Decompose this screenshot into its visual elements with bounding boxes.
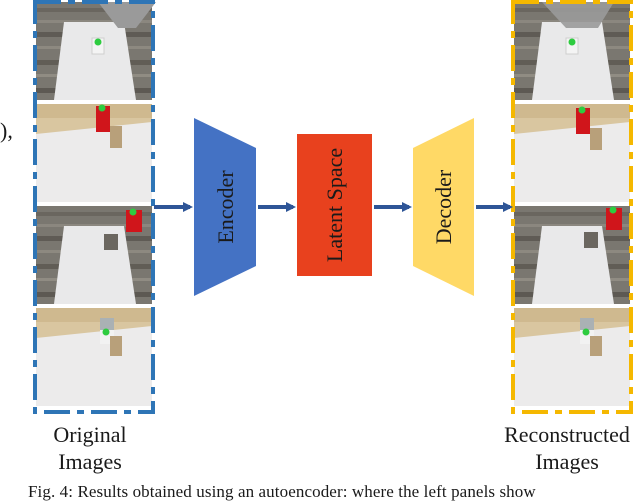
reconstructed-image-3 [514, 206, 630, 304]
reconstructed-images-label-line2: Images [535, 449, 599, 474]
decoder-block [413, 118, 474, 296]
decoder-label: Decoder [431, 169, 456, 244]
original-image-4 [36, 308, 152, 406]
reconstructed-images-frame [511, 0, 633, 414]
reconstructed-image-2 [514, 104, 630, 202]
original-images-label-line1: Original [53, 422, 127, 447]
encoder-label: Encoder [213, 170, 238, 244]
original-image-1 [36, 2, 156, 100]
original-images-panel [33, 0, 156, 414]
reconstructed-image-1 [514, 2, 630, 100]
original-image-3 [36, 206, 152, 304]
reconstructed-image-4 [514, 308, 630, 406]
reconstructed-images-label-line1: Reconstructed [504, 422, 630, 447]
reconstructed-images-panel [511, 0, 633, 414]
figure-caption: Fig. 4: Results obtained using an autoen… [28, 482, 536, 501]
latent-space-block [297, 134, 372, 276]
left-text-fragment: ), [0, 118, 13, 143]
encoder-block [194, 118, 256, 296]
original-images-label-line2: Images [58, 449, 122, 474]
latent-space-label: Latent Space [322, 148, 347, 262]
original-image-2 [36, 104, 152, 202]
original-images-label: Original Images [30, 421, 150, 475]
reconstructed-images-label: Reconstructed Images [494, 421, 640, 475]
original-images-frame [33, 0, 155, 414]
